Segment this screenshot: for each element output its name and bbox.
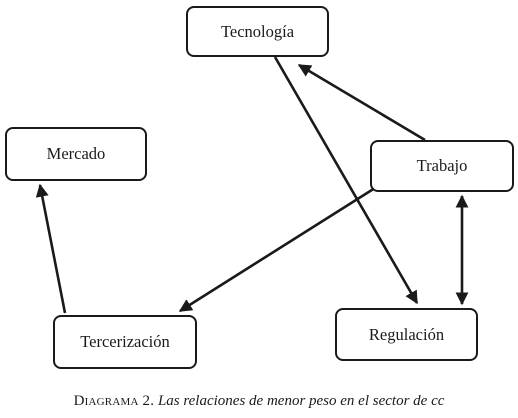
node-label: Tercerización xyxy=(80,332,170,351)
arrow-tercerizacion-to-mercado xyxy=(35,183,67,314)
node-regulacion: Regulación xyxy=(335,308,478,361)
arrow-tecnologia-to-regulacion xyxy=(273,56,419,305)
caption-text: Las relaciones de menor peso en el secto… xyxy=(157,393,445,409)
node-tercerizacion: Tercerización xyxy=(53,315,197,369)
node-trabajo: Trabajo xyxy=(370,140,514,192)
node-label: Trabajo xyxy=(416,156,468,175)
caption-label: Diagrama 2. xyxy=(73,393,155,409)
node-label: Regulación xyxy=(368,324,445,344)
arrow-trabajo-to-tecnologia xyxy=(297,63,426,142)
node-mercado: Mercado xyxy=(5,127,147,181)
arrow-trabajo-to-tercerizacion xyxy=(178,186,376,313)
node-label: Tecnología xyxy=(220,21,295,41)
node-tecnologia: Tecnología xyxy=(186,6,329,57)
node-label: Mercado xyxy=(46,144,106,163)
diagram-caption: Diagrama 2. Las relaciones de menor peso… xyxy=(0,393,518,410)
